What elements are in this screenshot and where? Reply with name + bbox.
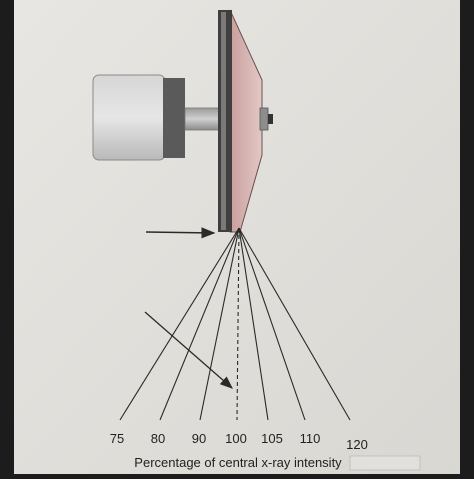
focal-spot-arrow [145, 227, 216, 239]
beam-percentage-label: 90 [192, 431, 206, 446]
beam-percentage-label: 105 [261, 431, 283, 446]
anode-stem [259, 107, 269, 131]
beam-percentage-label: 80 [151, 431, 165, 446]
beam-percentage-label: 120 [346, 437, 368, 452]
motor-band [163, 78, 185, 158]
beam-percentage-label: 75 [110, 431, 124, 446]
beam-line [238, 227, 351, 421]
beam-line [199, 227, 240, 421]
rotating-anode [218, 9, 273, 233]
overlay-box [349, 455, 421, 471]
xray-beam [119, 227, 351, 421]
beam-percentage-labels: 75 80 90 100 105 110 120 [110, 431, 368, 452]
beam-line [159, 227, 240, 421]
rotor-motor [92, 74, 220, 161]
beam-percentage-label: 100 [225, 431, 247, 446]
beam-line [238, 227, 306, 421]
central-ray-arrow [144, 311, 233, 389]
beam-line [119, 227, 240, 421]
beam-line [238, 227, 269, 421]
beam-percentage-label: 110 [300, 431, 321, 446]
anode-nut [268, 114, 273, 124]
rotor-shaft [184, 107, 220, 131]
caption-text: Percentage of central x-ray intensity [134, 455, 342, 470]
